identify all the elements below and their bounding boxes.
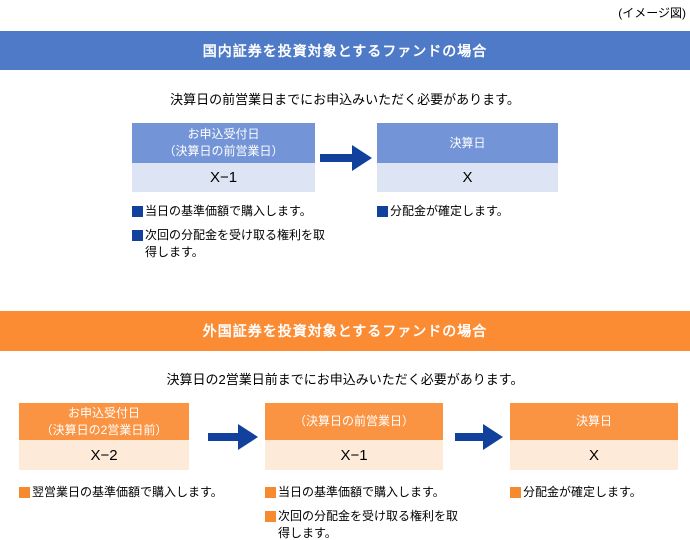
application-date-box: お申込受付日 （決算日の2営業日前） X−2 (19, 403, 189, 470)
box-header: （決算日の前営業日） (265, 403, 443, 440)
box-value: X (377, 163, 558, 192)
bullet-square-icon (132, 206, 143, 217)
note-text: 分配金が確定します。 (390, 204, 509, 218)
section-subtitle: 決算日の2営業日前までにお申込みいただく必要があります。 (166, 372, 524, 387)
notes-column: 翌営業日の基準価額で購入します。 (19, 484, 244, 508)
box-title-line: お申込受付日 (187, 127, 260, 141)
note-text: 次回の分配金を受け取る権利を取得します。 (145, 228, 326, 259)
image-caption: (イメージ図) (618, 6, 686, 20)
settlement-date-box: 決算日 X (377, 123, 558, 192)
bullet-square-icon (377, 206, 388, 217)
note-text: 当日の基準価額で購入します。 (145, 204, 312, 218)
section-title-bar: 外国証券を投資対象とするファンドの場合 (0, 311, 690, 351)
box-value: X−2 (19, 440, 189, 470)
note-text: 当日の基準価額で購入します。 (278, 485, 445, 499)
note-item: 当日の基準価額で購入します。 (265, 484, 461, 501)
note-text: 分配金が確定します。 (523, 485, 642, 499)
box-title-line: （決算日の前営業日） (163, 144, 284, 158)
bullet-square-icon (265, 511, 276, 522)
note-item: 当日の基準価額で購入します。 (132, 203, 330, 220)
box-title-line: 決算日 (449, 135, 486, 150)
box-title-line: （決算日の前営業日） (293, 414, 414, 428)
note-text: 翌営業日の基準価額で購入します。 (32, 485, 223, 499)
box-header: 決算日 (510, 403, 678, 440)
box-value: X−1 (265, 440, 443, 470)
box-value: X (510, 440, 678, 470)
box-title-line: （決算日の2営業日前） (40, 422, 168, 437)
box-header: お申込受付日 （決算日の2営業日前） (19, 403, 189, 440)
arrow-right-icon (208, 424, 258, 450)
arrow-right-icon (455, 424, 503, 450)
box-header: お申込受付日 （決算日の前営業日） (132, 123, 315, 163)
settlement-date-box: 決算日 X (510, 403, 678, 470)
note-item: 次回の分配金を受け取る権利を取得します。 (132, 227, 330, 261)
notes-column: 当日の基準価額で購入します。 次回の分配金を受け取る権利を取得します。 (132, 203, 330, 268)
bullet-square-icon (265, 487, 276, 498)
note-text: 次回の分配金を受け取る権利を取得します。 (278, 509, 459, 540)
pre-settlement-day-box: （決算日の前営業日） X−1 (265, 403, 443, 470)
bullet-square-icon (132, 230, 143, 241)
notes-column: 分配金が確定します。 (377, 203, 587, 227)
arrow-right-icon (320, 145, 372, 171)
box-value: X−1 (132, 163, 315, 192)
box-title-line: 決算日 (575, 414, 612, 428)
section-title-bar: 国内証券を投資対象とするファンドの場合 (0, 31, 690, 70)
bullet-square-icon (19, 487, 30, 498)
bullet-square-icon (510, 487, 521, 498)
box-title-line: お申込受付日 (67, 405, 140, 420)
notes-column: 当日の基準価額で購入します。 次回の分配金を受け取る権利を取得します。 (265, 484, 461, 540)
note-item: 翌営業日の基準価額で購入します。 (19, 484, 244, 501)
note-item: 分配金が確定します。 (510, 484, 688, 501)
application-date-box: お申込受付日 （決算日の前営業日） X−1 (132, 123, 315, 192)
notes-column: 分配金が確定します。 (510, 484, 688, 508)
note-item: 次回の分配金を受け取る権利を取得します。 (265, 508, 461, 540)
box-header: 決算日 (377, 123, 558, 163)
note-item: 分配金が確定します。 (377, 203, 587, 220)
section-subtitle: 決算日の前営業日までにお申込みいただく必要があります。 (170, 92, 520, 107)
